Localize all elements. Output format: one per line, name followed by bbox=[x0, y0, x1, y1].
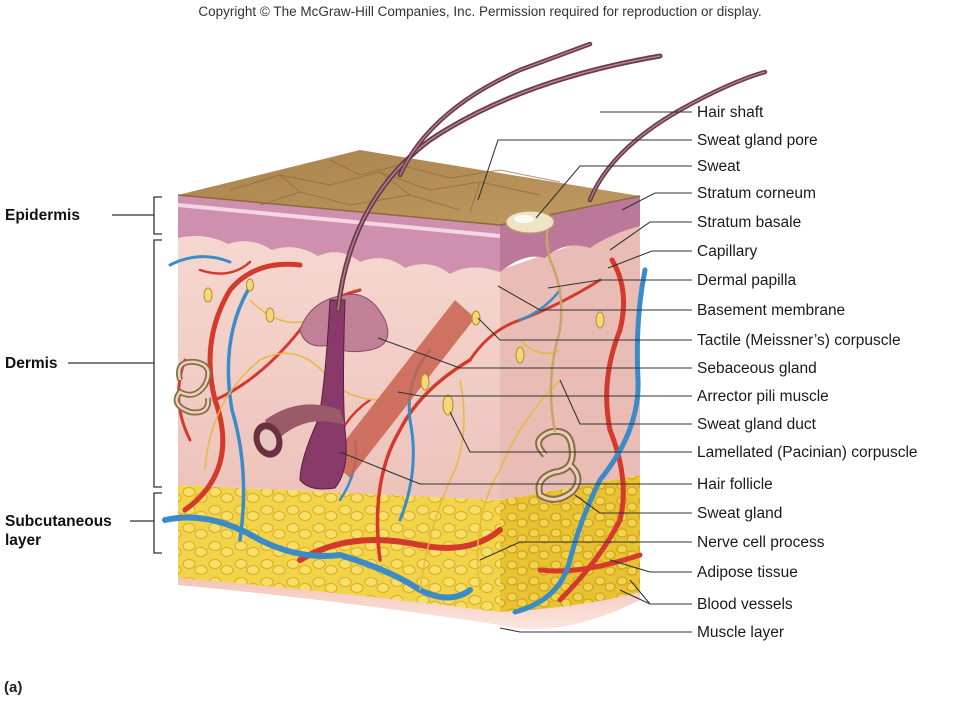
tactile-corpuscles bbox=[203, 278, 481, 326]
label-stratum-corneum: Stratum corneum bbox=[697, 185, 816, 202]
label-sweat-gland-duct: Sweat gland duct bbox=[697, 416, 816, 433]
lamellated-corpuscles bbox=[265, 307, 605, 416]
label-capillary: Capillary bbox=[697, 243, 758, 260]
panel-label: (a) bbox=[4, 679, 23, 696]
label-blood-vessels: Blood vessels bbox=[697, 596, 793, 613]
label-basement-membrane: Basement membrane bbox=[697, 302, 846, 319]
label-sweat: Sweat bbox=[697, 158, 741, 175]
sweat-gland-coiled-left-inner bbox=[175, 360, 210, 414]
adipose-side bbox=[500, 475, 640, 612]
layer-brackets bbox=[68, 196, 162, 554]
label-epidermis: Epidermis bbox=[5, 207, 80, 224]
label-sweat-gland: Sweat gland bbox=[697, 505, 783, 522]
label-hair-follicle: Hair follicle bbox=[697, 476, 773, 493]
adipose-front bbox=[178, 485, 500, 612]
label-tactile-corpuscle: Tactile (Meissner’s) corpuscle bbox=[697, 332, 901, 349]
epidermis-side bbox=[500, 196, 640, 272]
arrector-pili-muscle bbox=[330, 300, 475, 478]
label-dermis: Dermis bbox=[5, 355, 58, 372]
copyright-notice: Copyright © The McGraw-Hill Companies, I… bbox=[198, 4, 762, 19]
nerve-cell-processes bbox=[204, 299, 561, 591]
label-adipose-tissue: Adipose tissue bbox=[697, 564, 798, 581]
sweat-gland-duct bbox=[545, 227, 563, 433]
label-nerve-cell-process: Nerve cell process bbox=[697, 534, 825, 551]
label-subcutaneous-layer: Subcutaneous layer bbox=[5, 512, 112, 550]
label-sebaceous-gland: Sebaceous gland bbox=[697, 360, 817, 377]
skin-surface bbox=[178, 150, 640, 225]
hair-follicle bbox=[299, 299, 347, 490]
label-hair-shaft: Hair shaft bbox=[697, 104, 764, 121]
hair-shafts bbox=[335, 41, 768, 313]
label-muscle-layer: Muscle layer bbox=[697, 624, 784, 641]
label-subcutaneous-line2: layer bbox=[5, 532, 42, 549]
hair-cross-section bbox=[253, 404, 345, 458]
sweat-gland bbox=[535, 427, 582, 503]
veins bbox=[162, 255, 648, 615]
dermis-side bbox=[500, 222, 640, 500]
label-subcutaneous-line1: Subcutaneous bbox=[5, 513, 112, 530]
label-stratum-basale: Stratum basale bbox=[697, 214, 802, 231]
label-sweat-gland-pore: Sweat gland pore bbox=[697, 132, 818, 149]
sweat-droplet bbox=[505, 210, 555, 234]
label-dermal-papilla: Dermal papilla bbox=[697, 272, 797, 289]
leader-lines bbox=[339, 111, 692, 633]
label-lamellated-corpuscle: Lamellated (Pacinian) corpuscle bbox=[697, 444, 918, 461]
label-arrector-pili-muscle: Arrector pili muscle bbox=[697, 388, 829, 405]
